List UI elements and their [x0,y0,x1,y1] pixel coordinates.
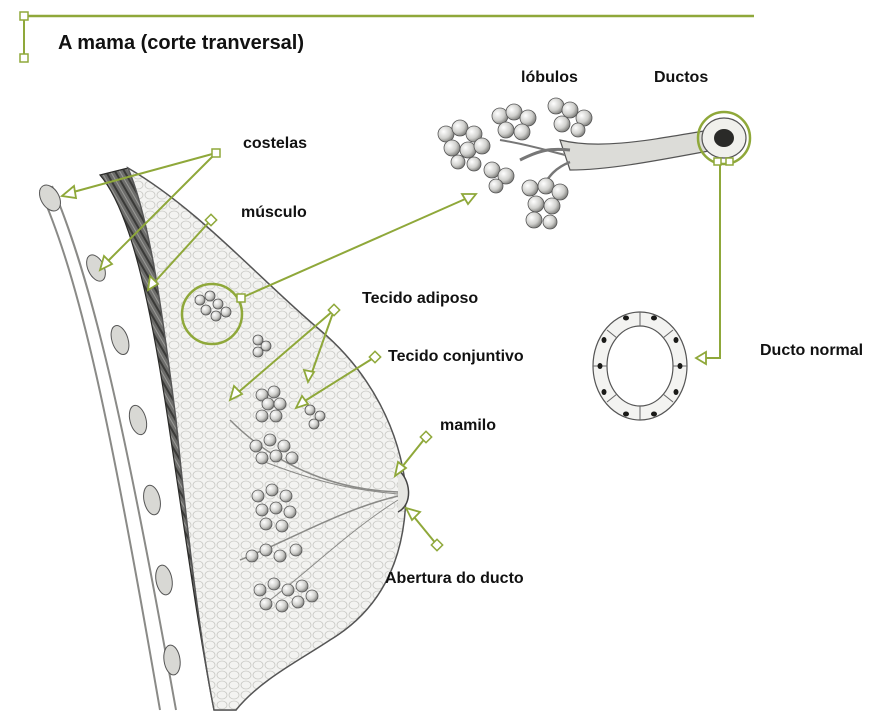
page-title: A mama (corte tranversal) [58,32,304,55]
label-ducto-normal: Ducto normal [760,342,863,360]
label-mamilo: mamilo [440,417,496,435]
label-tecido-conjuntivo: Tecido conjuntivo [388,348,524,366]
label-lobulos: lóbulos [521,69,578,87]
label-tecido-adiposo: Tecido adiposo [362,290,478,308]
lobule-duct-detail [438,98,750,229]
normal-duct-cross-section [593,312,687,420]
label-abertura-ducto: Abertura do ducto [385,570,524,588]
label-ductos: Ductos [654,69,708,87]
label-costelas: costelas [243,135,307,153]
label-musculo: músculo [241,204,307,222]
